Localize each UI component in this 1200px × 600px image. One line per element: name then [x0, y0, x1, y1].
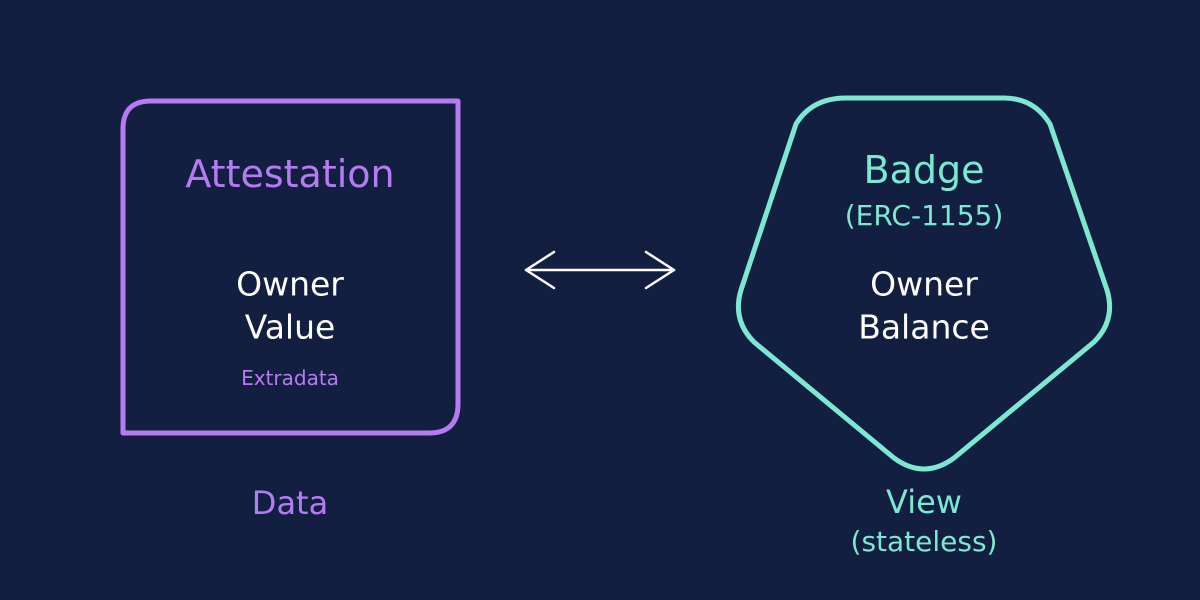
- arrow-head-right: [644, 250, 676, 290]
- attestation-extra-label: Extradata: [241, 366, 339, 390]
- attestation-field-value: Value: [244, 307, 336, 347]
- view-caption-note: (stateless): [850, 525, 998, 558]
- attestation-field-owner: Owner: [236, 264, 344, 304]
- view-caption: View: [886, 483, 962, 521]
- badge-subtitle: (ERC-1155): [844, 199, 1004, 232]
- data-caption: Data: [251, 484, 329, 522]
- badge-field-balance: Balance: [858, 307, 990, 347]
- badge-title: Badge: [863, 148, 985, 192]
- bidirectional-arrow: [524, 250, 676, 290]
- badge-field-owner: Owner: [870, 264, 978, 304]
- badge-pentagon: [735, 95, 1113, 472]
- attestation-title: Attestation: [185, 152, 395, 196]
- attestation-box: [120, 98, 461, 436]
- arrow-head-left: [524, 250, 556, 290]
